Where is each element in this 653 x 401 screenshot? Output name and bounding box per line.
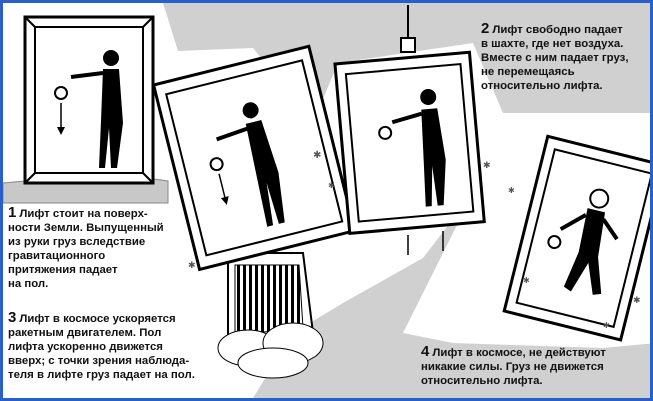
elevator-2 bbox=[333, 5, 486, 255]
elevator-illustration: ✱ ✱ ✱ ✱ ✱ ✱ ✱ ✱ bbox=[3, 3, 650, 398]
svg-text:✱: ✱ bbox=[483, 161, 491, 171]
caption-text: Лифт свободно падает в шахте, где нет во… bbox=[481, 24, 629, 92]
elevator-4 bbox=[502, 134, 650, 342]
caption-number: 3 bbox=[8, 309, 17, 326]
svg-text:✱: ✱ bbox=[603, 321, 610, 330]
space-stars: ✱ ✱ ✱ ✱ ✱ ✱ ✱ ✱ bbox=[188, 150, 641, 330]
svg-text:✱: ✱ bbox=[508, 186, 515, 195]
elevator-1 bbox=[23, 15, 155, 185]
elevator-3-rocket bbox=[151, 44, 357, 379]
svg-text:✱: ✱ bbox=[523, 276, 530, 285]
svg-text:✱: ✱ bbox=[313, 150, 321, 161]
caption-number: 2 bbox=[481, 20, 490, 37]
caption-text: Лифт в космосе, не действуют никакие сил… bbox=[421, 347, 606, 387]
svg-text:✱: ✱ bbox=[633, 296, 641, 306]
caption-text: Лифт в космосе ускоряется ракетным двига… bbox=[8, 313, 195, 381]
svg-text:✱: ✱ bbox=[328, 181, 335, 190]
svg-text:✱: ✱ bbox=[188, 261, 196, 271]
caption-number: 4 bbox=[421, 343, 430, 360]
caption-number: 1 bbox=[8, 204, 17, 221]
caption-text: Лифт стоит на поверх- ности Земли. Выпущ… bbox=[8, 208, 164, 290]
